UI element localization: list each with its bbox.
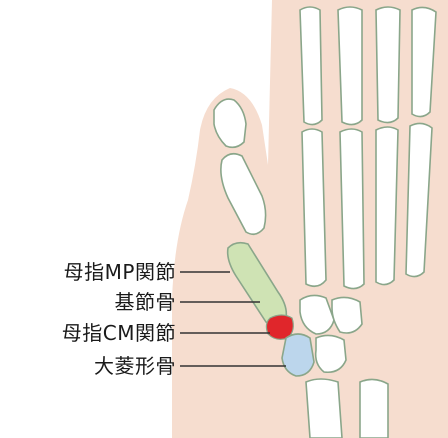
finger-bone bbox=[339, 128, 365, 290]
finger-bone bbox=[337, 6, 363, 126]
finger-bone bbox=[411, 6, 437, 118]
label-thumb-mp-joint: 母指MP関節 bbox=[63, 260, 176, 284]
finger-bone bbox=[301, 128, 327, 288]
label-trapezium: 大菱形骨 bbox=[94, 354, 176, 378]
finger-bone bbox=[375, 126, 399, 286]
finger-bone bbox=[299, 6, 323, 126]
carpal-bone bbox=[331, 296, 363, 334]
carpal-bone bbox=[314, 334, 347, 374]
finger-bone bbox=[375, 6, 401, 124]
label-proximal-phalanx: 基節骨 bbox=[114, 290, 176, 314]
trapezium-bone bbox=[281, 333, 315, 377]
ulna-bone bbox=[359, 378, 389, 438]
carpal-bone bbox=[299, 294, 335, 335]
finger-bone bbox=[405, 122, 433, 278]
label-thumb-cm-joint: 母指CM関節 bbox=[61, 321, 176, 345]
thumb-distal-phalanx bbox=[213, 98, 247, 149]
radius-bone bbox=[305, 378, 343, 438]
thumb-metacarpal bbox=[220, 152, 267, 236]
